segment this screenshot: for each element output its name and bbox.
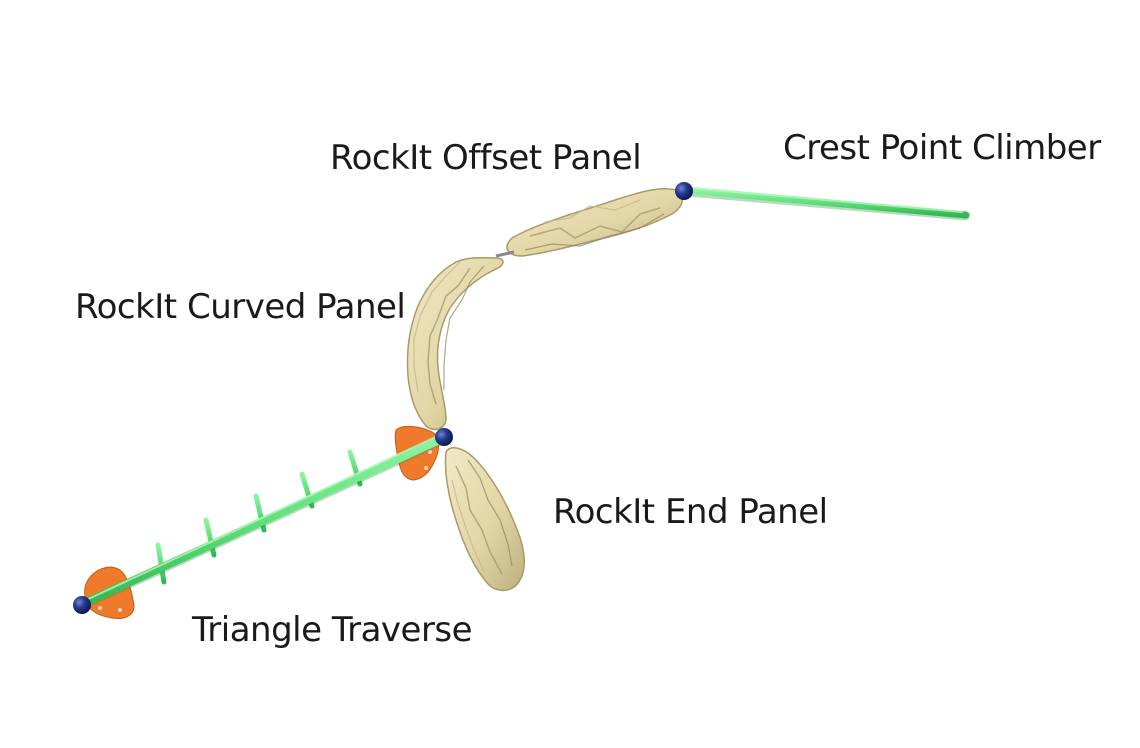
- label-crest-point-climber: Crest Point Climber: [783, 128, 1101, 168]
- rockit-curved-panel: [406, 256, 504, 431]
- post-cap-top: [675, 182, 693, 200]
- traverse-rungs: [155, 449, 363, 585]
- label-triangle-traverse: Triangle Traverse: [192, 610, 473, 650]
- label-rockit-end-panel: RockIt End Panel: [553, 492, 828, 532]
- triangle-traverse: [75, 425, 451, 619]
- label-rockit-offset-panel: RockIt Offset Panel: [330, 138, 642, 178]
- crest-point-climber-bar: [682, 186, 970, 221]
- rockit-offset-panel: [506, 188, 684, 257]
- post-cap-bottom: [73, 596, 91, 614]
- panel-connector: [495, 250, 515, 258]
- label-rockit-curved-panel: RockIt Curved Panel: [75, 287, 406, 327]
- rockit-end-panel: [444, 447, 526, 592]
- post-cap-middle: [435, 428, 453, 446]
